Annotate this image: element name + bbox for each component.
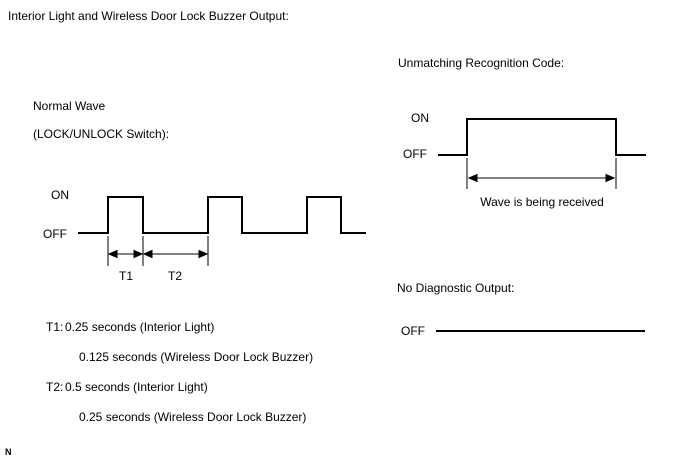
footnote-marker: N (5, 447, 12, 457)
normal-wave-on-label: ON (51, 188, 69, 202)
t2-buzzer-value: 0.25 seconds (Wireless Door Lock Buzzer) (79, 410, 307, 424)
unmatching-off-label: OFF (403, 147, 427, 161)
t2-note-line1: T2:0.5 seconds (Interior Light) (46, 380, 208, 394)
t1-note-line1: T1:0.25 seconds (Interior Light) (46, 320, 214, 334)
page-title: Interior Light and Wireless Door Lock Bu… (8, 9, 289, 23)
wave-received-annotation: Wave is being received (480, 195, 604, 209)
receive-dimension (466, 158, 617, 189)
t1-interior-light-value: 0.25 seconds (Interior Light) (65, 320, 215, 334)
t2-note-prefix: T2: (46, 380, 64, 394)
no-diagnostic-off-label: OFF (401, 324, 425, 338)
t1-note-prefix: T1: (46, 320, 64, 334)
unmatching-heading: Unmatching Recognition Code: (398, 56, 565, 70)
t1-marker-label: T1 (118, 269, 133, 283)
unmatching-on-label: ON (411, 111, 429, 125)
t1-buzzer-value: 0.125 seconds (Wireless Door Lock Buzzer… (79, 350, 314, 364)
normal-wave-heading-line2: (LOCK/UNLOCK Switch): (33, 127, 170, 141)
t2-marker-label: T2 (167, 269, 182, 283)
unmatching-wave-trace (438, 118, 646, 156)
normal-wave-off-label: OFF (43, 227, 67, 241)
t2-interior-light-value: 0.5 seconds (Interior Light) (65, 380, 208, 394)
normal-wave-heading-line1: Normal Wave (33, 99, 106, 113)
t1-t2-dimension (107, 236, 209, 266)
normal-wave-trace (78, 196, 366, 234)
no-diagnostic-heading: No Diagnostic Output: (397, 281, 515, 295)
